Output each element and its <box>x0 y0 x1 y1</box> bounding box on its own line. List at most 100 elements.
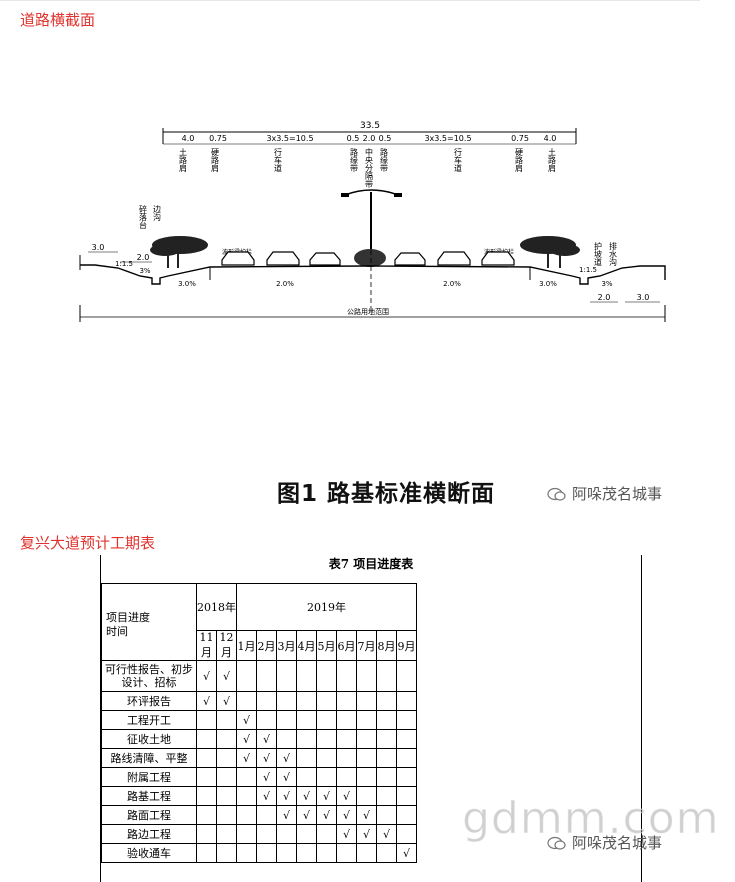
schedule-cell: √ <box>256 729 277 749</box>
schedule-cell <box>296 824 317 844</box>
schedule-cell <box>356 767 377 787</box>
lane-label: 土路肩 <box>179 147 188 173</box>
task-name-cell: 工程开工 <box>101 710 197 730</box>
schedule-cell <box>396 748 417 768</box>
schedule-cell <box>356 748 377 768</box>
schedule-cell <box>236 691 257 711</box>
schedule-cell: √ <box>256 786 277 806</box>
schedule-cell <box>256 805 277 825</box>
schedule-cell <box>196 824 217 844</box>
table-row: 征收土地√√ <box>101 729 417 749</box>
schedule-cell <box>296 660 317 692</box>
schedule-cell: √ <box>196 691 217 711</box>
month-header: 9月 <box>396 630 417 661</box>
schedule-cell <box>216 748 237 768</box>
section-title-cross-section: 道路横截面 <box>20 11 96 29</box>
schedule-cell <box>216 843 237 863</box>
watermark-text: 阿哚茂名城事 <box>572 485 663 503</box>
task-name-cell: 路基工程 <box>101 786 197 806</box>
table-row: 路面工程√√√√√ <box>101 805 417 825</box>
dim-label: 0.75 <box>209 134 227 143</box>
schedule-cell <box>236 767 257 787</box>
schedule-cell <box>376 748 397 768</box>
schedule-cell <box>316 748 337 768</box>
schedule-cell <box>336 843 357 863</box>
schedule-cell <box>376 786 397 806</box>
schedule-cell <box>256 660 277 692</box>
schedule-cell <box>276 660 297 692</box>
month-header: 5月 <box>316 630 337 661</box>
schedule-cell: √ <box>276 748 297 768</box>
month-header: 6月 <box>336 630 357 661</box>
lane-label: 硬路肩 <box>211 148 220 173</box>
table-row: 环评报告√√ <box>101 691 417 711</box>
table-header-row: 项目进度 时间 2018年 2019年 <box>101 583 417 661</box>
dim-label: 0.75 <box>511 134 529 143</box>
dim-label: 3x3.5=10.5 <box>424 134 471 143</box>
pct-label: 3% <box>139 267 150 275</box>
schedule-cell <box>396 729 417 749</box>
dim-label: 4.0 <box>182 134 195 143</box>
schedule-cell: √ <box>256 767 277 787</box>
schedule-cell <box>216 805 237 825</box>
site-watermark: gdmm.com <box>462 793 720 845</box>
schedule-cell: √ <box>236 748 257 768</box>
schedule-cell <box>376 805 397 825</box>
schedule-cell <box>376 660 397 692</box>
schedule-cell <box>336 691 357 711</box>
schedule-cell <box>196 710 217 730</box>
schedule-cell: √ <box>236 710 257 730</box>
table-row: 路基工程√√√√√ <box>101 786 417 806</box>
grade-label: 3.0% <box>178 280 196 288</box>
schedule-cell: √ <box>216 691 237 711</box>
watermark-account: 阿哚茂名城事 <box>547 832 662 853</box>
top-divider <box>0 0 700 1</box>
right-label: 排水沟 <box>609 241 618 267</box>
month-header: 2月 <box>256 630 277 661</box>
schedule-cell <box>376 691 397 711</box>
month-header: 3月 <box>276 630 297 661</box>
month-header: 7月 <box>356 630 377 661</box>
schedule-cell: √ <box>296 805 317 825</box>
table-row: 路边工程√√√ <box>101 824 417 844</box>
grade-label: 2.0% <box>443 280 461 288</box>
schedule-cell: √ <box>276 786 297 806</box>
schedule-cell <box>276 843 297 863</box>
corner-bottom-label: 时间 <box>106 625 128 638</box>
schedule-cell: √ <box>256 748 277 768</box>
schedule-cell <box>276 729 297 749</box>
lane-label: 硬路肩 <box>515 148 524 173</box>
schedule-cell <box>396 691 417 711</box>
month-header: 12月 <box>216 630 237 661</box>
schedule-cell <box>316 729 337 749</box>
schedule-cell <box>356 786 377 806</box>
schedule-cell <box>196 805 217 825</box>
cars <box>221 251 515 266</box>
slope-label: 1:1.5 <box>579 266 597 274</box>
schedule-cell <box>236 786 257 806</box>
watermark-account: 阿哚茂名城事 <box>547 483 662 504</box>
task-name-cell: 附属工程 <box>101 767 197 787</box>
left-dim: 3.0 <box>92 243 105 252</box>
schedule-cell: √ <box>276 805 297 825</box>
schedule-cell: √ <box>316 805 337 825</box>
schedule-cell <box>316 691 337 711</box>
schedule-cell <box>216 710 237 730</box>
schedule-cell <box>296 729 317 749</box>
schedule-cell <box>316 767 337 787</box>
task-name-cell: 路边工程 <box>101 824 197 844</box>
schedule-cell: √ <box>356 805 377 825</box>
schedule-cell <box>276 824 297 844</box>
task-name-cell: 可行性报告、初步设计、招标 <box>101 660 197 692</box>
schedule-cell <box>236 660 257 692</box>
table-row: 验收通车√ <box>101 843 417 863</box>
schedule-cell <box>296 748 317 768</box>
lane-label: 土路肩 <box>548 147 557 173</box>
schedule-cell <box>196 729 217 749</box>
schedule-cell: √ <box>396 843 417 863</box>
schedule-cell <box>356 710 377 730</box>
lane-labels: 土路肩 硬路肩 行车道 路缘带 中央分隔带 路缘带 行车道 硬路肩 土路肩 <box>179 147 557 189</box>
